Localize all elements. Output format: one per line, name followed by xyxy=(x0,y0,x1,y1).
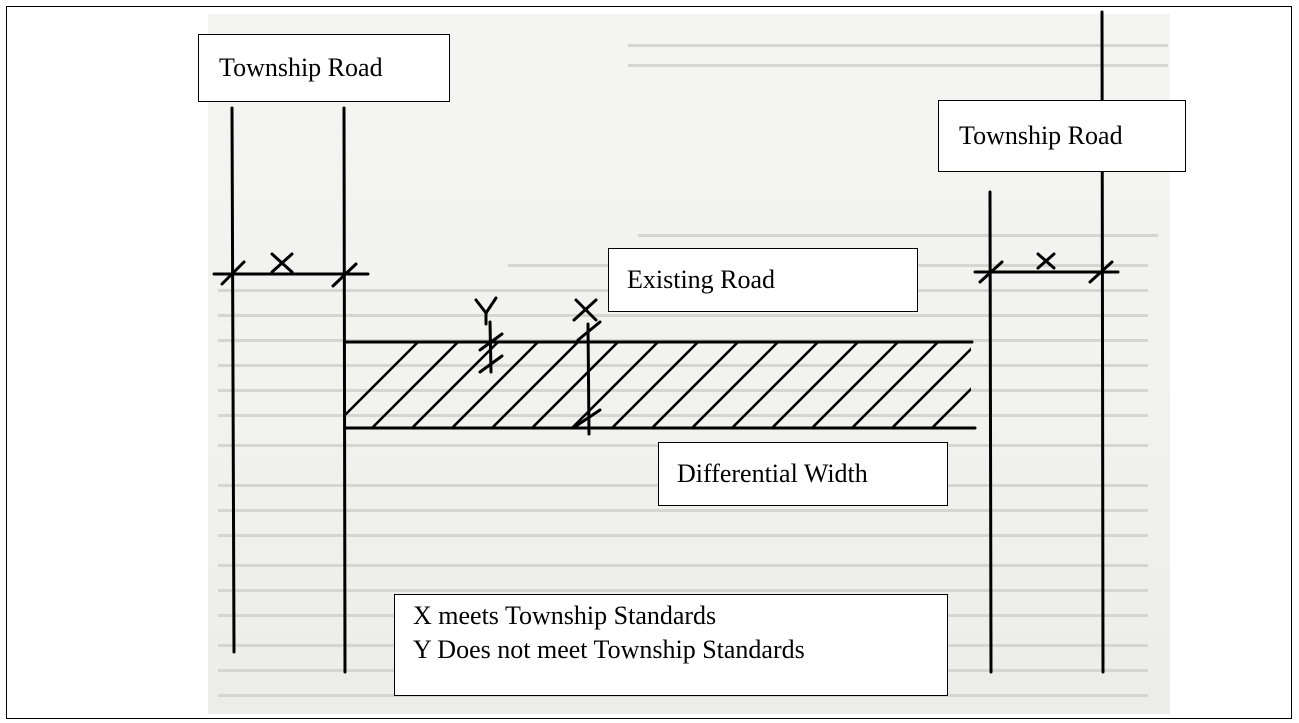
left-road-edge-east xyxy=(342,106,347,674)
township-road-right-text: Township Road xyxy=(959,121,1123,150)
existing-road-text: Existing Road xyxy=(627,265,776,294)
legend-y-line: Y Does not meet Township Standards xyxy=(413,635,805,664)
y-mark xyxy=(474,298,488,315)
right-road-edge-west xyxy=(988,190,993,674)
differential-width-text: Differential Width xyxy=(677,459,868,488)
legend-box: X meets Township Standards Y Does not me… xyxy=(394,594,948,696)
left-road-edge-west xyxy=(230,106,236,654)
township-road-right-label: Township Road xyxy=(938,100,1186,172)
township-road-left-label: Township Road xyxy=(198,34,450,102)
differential-width-label: Differential Width xyxy=(658,442,948,506)
legend-x-line: X meets Township Standards xyxy=(413,601,717,630)
existing-road-label: Existing Road xyxy=(608,248,918,312)
township-road-left-text: Township Road xyxy=(219,53,383,82)
